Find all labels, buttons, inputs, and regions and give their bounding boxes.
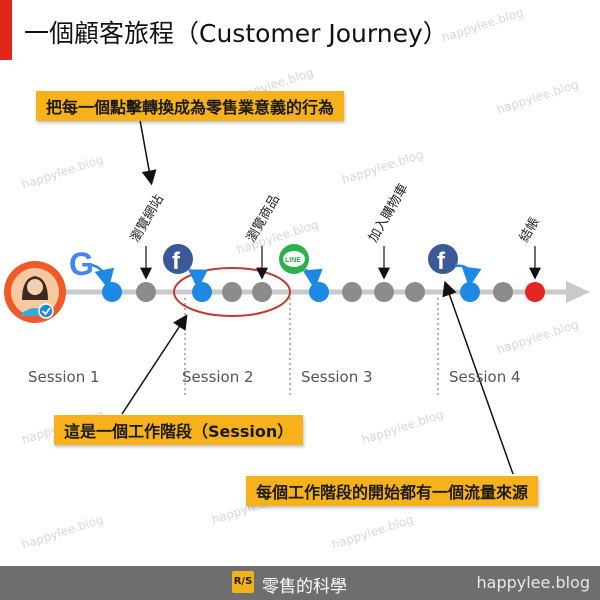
accent-bar (0, 0, 12, 60)
brand-name: 零售的科學 (262, 577, 347, 597)
svg-text:LINE: LINE (285, 257, 301, 264)
svg-text:f: f (437, 248, 446, 275)
timeline-arrowhead (566, 281, 590, 303)
gray-dot (222, 282, 242, 302)
session-label: Session 4 (449, 368, 521, 386)
callout-arrow-session (121, 314, 188, 415)
blue-dot (309, 282, 329, 302)
callout-session: 這是一個工作階段（Session） (54, 415, 304, 445)
blue-dot (192, 282, 212, 302)
session-label: Session 3 (301, 368, 373, 386)
page-title: 一個顧客旅程（Customer Journey） (24, 19, 448, 48)
red-dot (525, 282, 545, 302)
session-label: Session 1 (28, 368, 100, 386)
gray-dot (405, 282, 425, 302)
callout-arrow-source (442, 280, 514, 475)
svg-text:f: f (172, 248, 181, 275)
facebook-icon: f (163, 244, 208, 290)
customer-avatar (4, 261, 66, 323)
svg-text:G: G (69, 246, 94, 282)
gray-dot (342, 282, 362, 302)
footer-bar: R/S 零售的科學 happylee.blog (0, 566, 600, 600)
session-label: Session 2 (182, 368, 254, 386)
brand-logo: R/S (232, 571, 254, 593)
gray-dot (136, 282, 156, 302)
gray-dot (252, 282, 272, 302)
blue-dot (102, 282, 122, 302)
session-highlight-ellipse (173, 267, 291, 317)
facebook-icon: f (428, 244, 482, 288)
callout-arrow-top (139, 119, 157, 186)
blue-dot (460, 282, 480, 302)
gray-dot (493, 282, 513, 302)
google-icon: G (69, 246, 115, 290)
callout-top: 把每一個點擊轉換成為零售業意義的行為 (36, 91, 345, 121)
gray-dot (374, 282, 394, 302)
line-app-icon: LINE (279, 244, 323, 290)
site-url: happylee.blog (476, 573, 591, 592)
callout-source: 每個工作階段的開始都有一個流量來源 (246, 476, 539, 506)
